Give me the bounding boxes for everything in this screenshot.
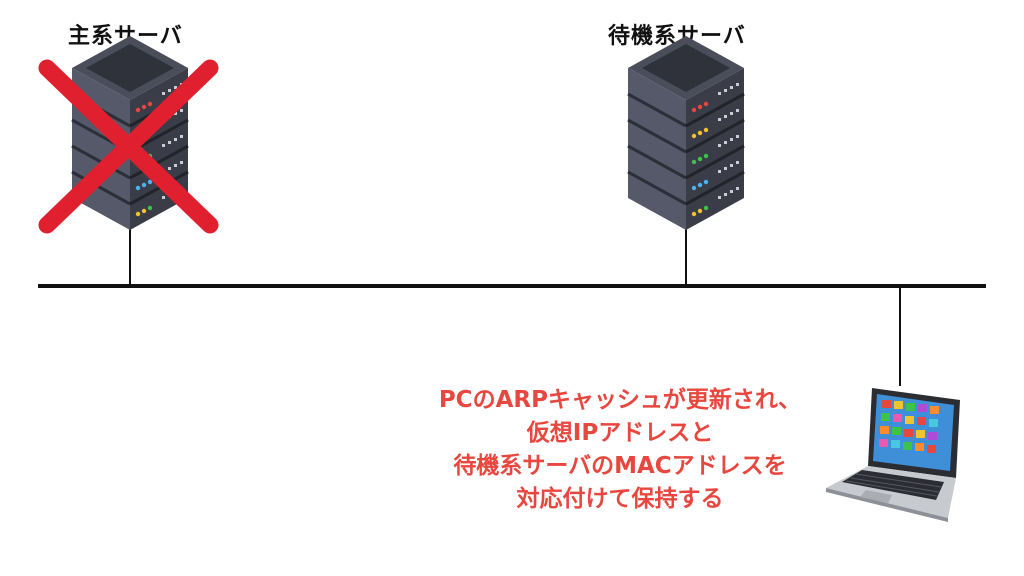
note-line: 仮想IPアドレスと bbox=[526, 420, 714, 446]
standby-server-icon bbox=[626, 34, 746, 232]
note-line: 待機系サーバのMACアドレスを bbox=[453, 453, 787, 479]
note-line: 対応付けて保持する bbox=[516, 486, 724, 512]
note-line: PCのARPキャッシュが更新され、 bbox=[438, 387, 802, 413]
arp-cache-note: PCのARPキャッシュが更新され、 仮想IPアドレスと 待機系サーバのMACアド… bbox=[400, 384, 840, 516]
primary-server-icon bbox=[70, 34, 190, 232]
laptop-icon bbox=[826, 388, 960, 522]
failed-x-mark-icon bbox=[38, 59, 219, 234]
